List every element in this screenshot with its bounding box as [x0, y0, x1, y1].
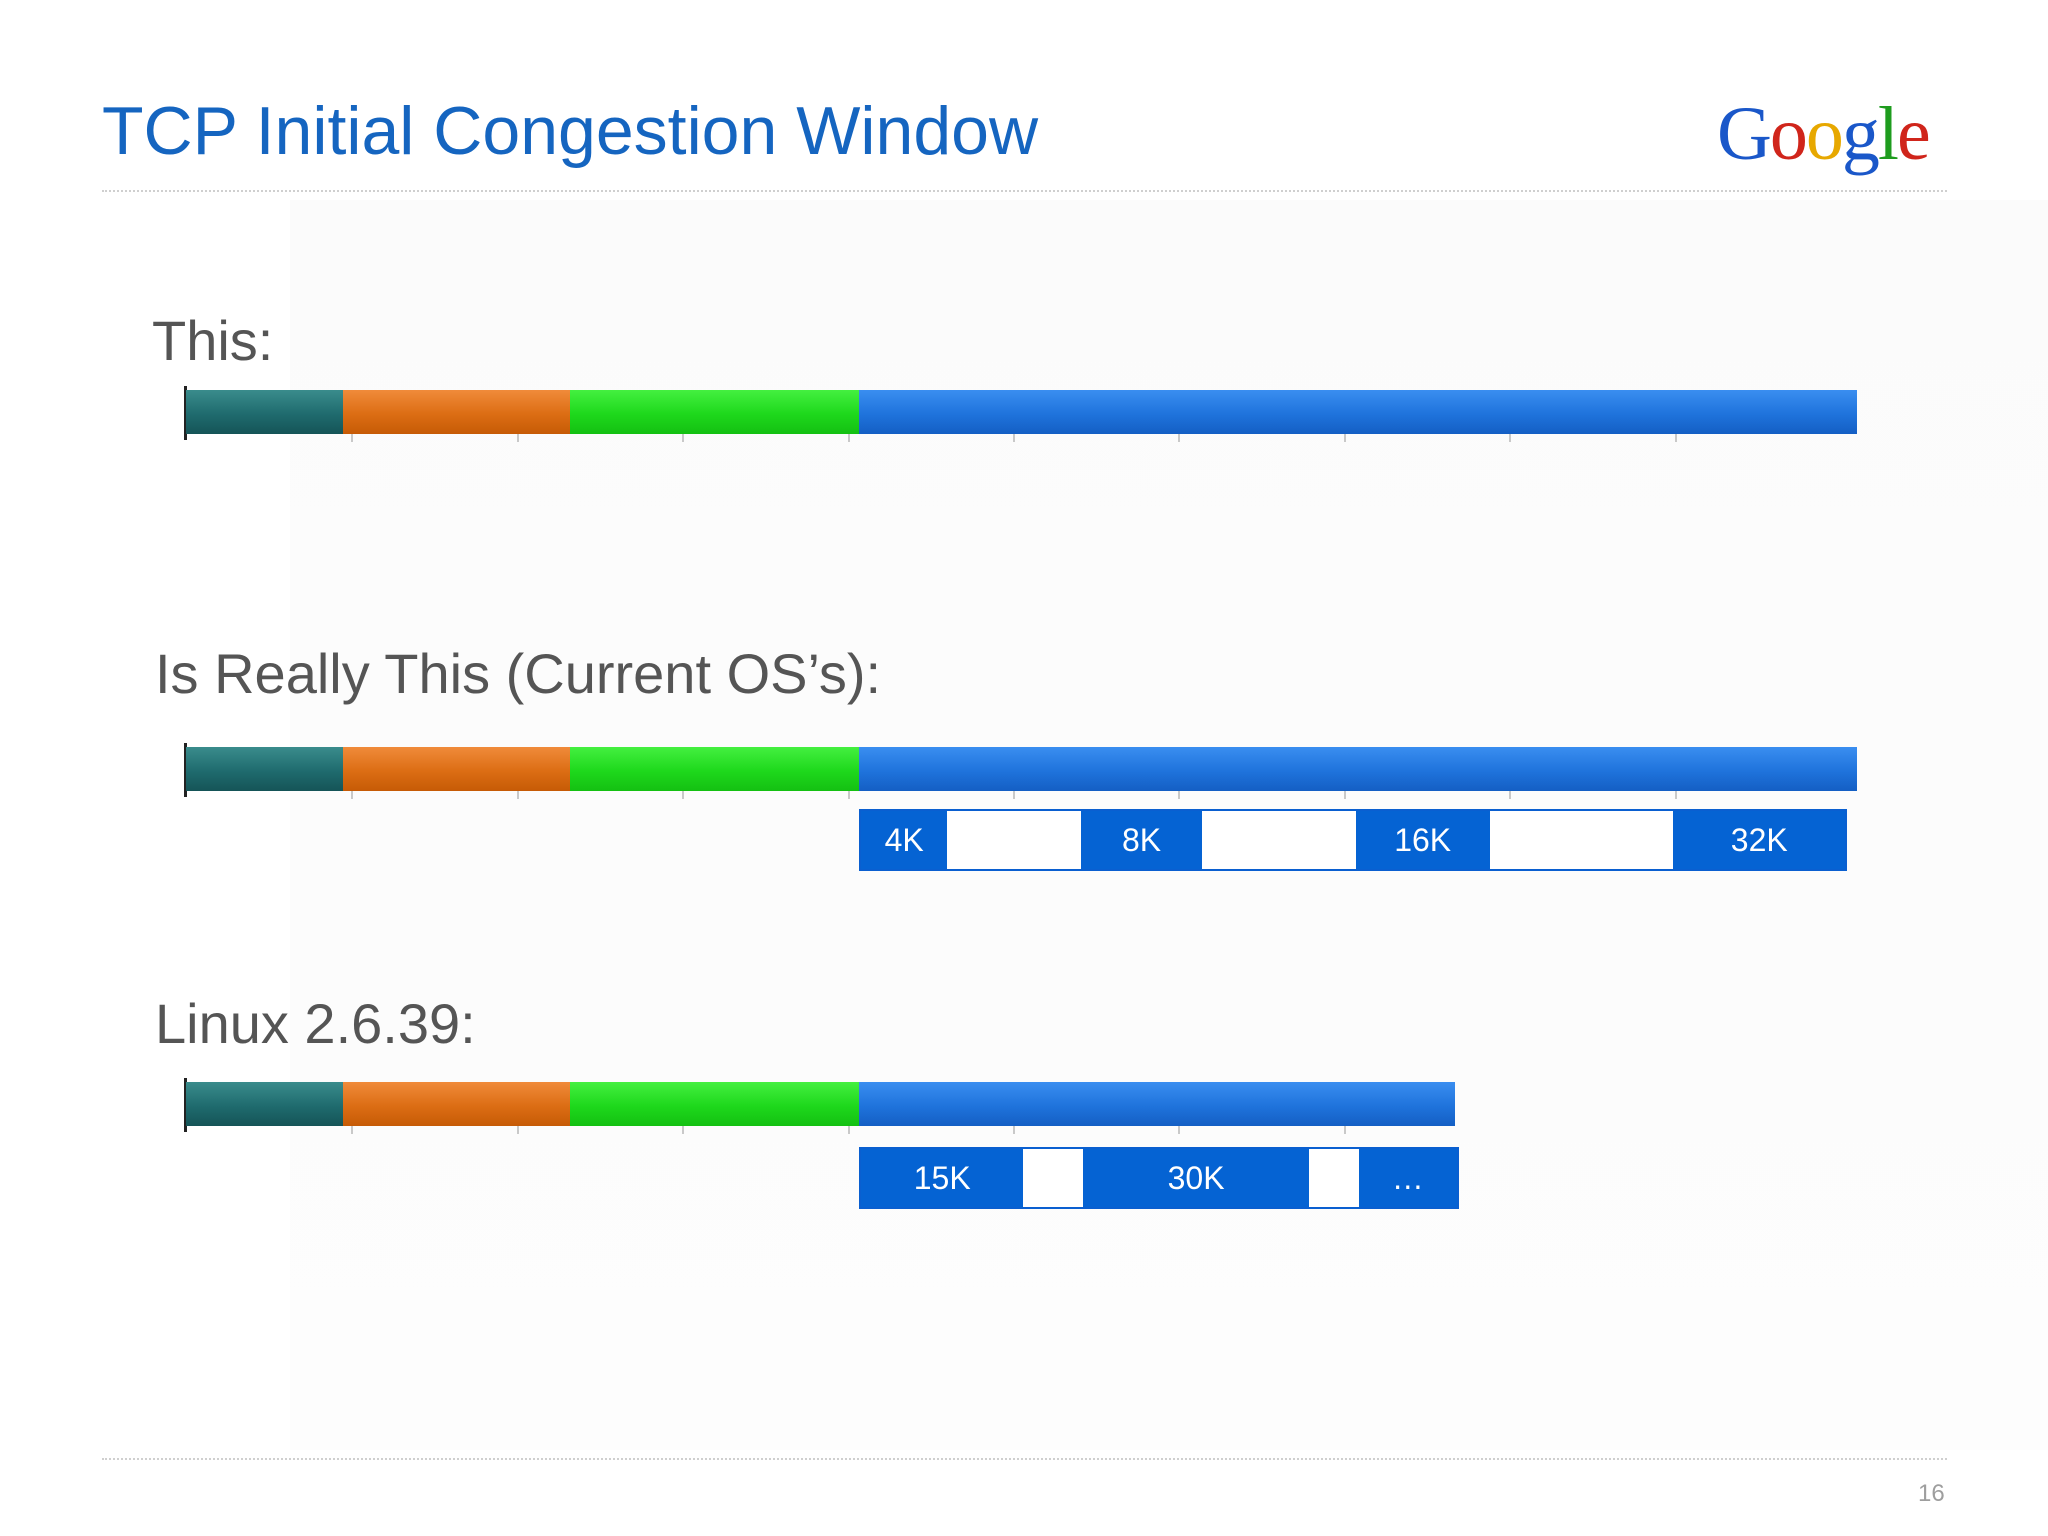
- window-size-row: 4K 8K 16K 32K: [859, 809, 1848, 871]
- section-label-this: This:: [152, 309, 274, 372]
- window-size-cell: 4K: [861, 811, 948, 869]
- footer-divider: [102, 1458, 1947, 1460]
- logo-letter: l: [1877, 92, 1899, 176]
- bar-segment-green: [569, 747, 860, 791]
- header-divider: [102, 190, 1947, 192]
- window-size-cell: 30K: [1082, 1149, 1310, 1207]
- axis-tick: [1178, 791, 1181, 799]
- axis-baseline: [184, 1078, 187, 1132]
- bar-segment-teal: [186, 390, 344, 434]
- bar-segment-green: [569, 390, 860, 434]
- axis-tick: [1509, 434, 1512, 442]
- axis-tick: [682, 1126, 685, 1134]
- section-label-linux: Linux 2.6.39:: [155, 992, 476, 1055]
- window-gap-cell: [1023, 1149, 1083, 1207]
- logo-letter: g: [1841, 92, 1880, 176]
- axis-tick: [1013, 791, 1015, 799]
- axis-tick: [516, 1126, 519, 1134]
- stacked-bar: [186, 747, 1857, 791]
- axis-tick: [351, 1126, 354, 1134]
- bar-segment-orange: [343, 1082, 570, 1126]
- axis-tick: [682, 434, 685, 442]
- axis-tick: [516, 791, 519, 799]
- axis-tick: [847, 791, 850, 799]
- window-size-row: 15K 30K …: [859, 1147, 1459, 1209]
- bar-segment-blue: [859, 390, 1857, 434]
- axis-tick: [1013, 1126, 1015, 1134]
- logo-letter: o: [1805, 92, 1844, 176]
- window-size-cell: …: [1358, 1149, 1457, 1207]
- axis-tick: [1178, 1126, 1181, 1134]
- axis-tick: [1674, 791, 1677, 799]
- logo-letter: e: [1897, 92, 1931, 176]
- window-gap-cell: [1201, 811, 1356, 869]
- stacked-bar: [186, 1082, 1455, 1126]
- slide-title: TCP Initial Congestion Window: [102, 93, 1039, 169]
- axis-tick: [1343, 791, 1346, 799]
- window-size-cell: 8K: [1081, 811, 1202, 869]
- window-gap-cell: [947, 811, 1082, 869]
- bar-segment-blue: [859, 1082, 1455, 1126]
- axis-tick: [847, 1126, 850, 1134]
- axis-tick: [1509, 791, 1512, 799]
- axis-tick: [516, 434, 519, 442]
- bar-segment-teal: [186, 1082, 344, 1126]
- axis-tick: [351, 791, 354, 799]
- axis-tick: [1343, 1126, 1346, 1134]
- window-gap-cell: [1489, 811, 1674, 869]
- axis-tick: [351, 434, 354, 442]
- axis-baseline: [184, 386, 187, 440]
- bar-segment-orange: [343, 747, 570, 791]
- axis-tick: [1674, 434, 1677, 442]
- bar-segment-green: [569, 1082, 860, 1126]
- window-size-cell: 15K: [861, 1149, 1024, 1207]
- stacked-bar: [186, 390, 1857, 434]
- axis-tick: [1013, 434, 1015, 442]
- axis-tick: [1343, 434, 1346, 442]
- window-gap-cell: [1309, 1149, 1359, 1207]
- bar-segment-orange: [343, 390, 570, 434]
- logo-letter: G: [1717, 92, 1772, 176]
- window-size-cell: 32K: [1673, 811, 1846, 869]
- bar-segment-teal: [186, 747, 344, 791]
- axis-tick: [682, 791, 685, 799]
- page-number: 16: [1918, 1480, 1945, 1507]
- axis-tick: [847, 434, 850, 442]
- google-logo: Google: [1717, 92, 1931, 176]
- section-label-current-os: Is Really This (Current OS’s):: [155, 642, 882, 705]
- logo-letter: o: [1769, 92, 1808, 176]
- axis-baseline: [184, 743, 187, 797]
- window-size-cell: 16K: [1355, 811, 1490, 869]
- bar-segment-blue: [859, 747, 1857, 791]
- axis-tick: [1178, 434, 1181, 442]
